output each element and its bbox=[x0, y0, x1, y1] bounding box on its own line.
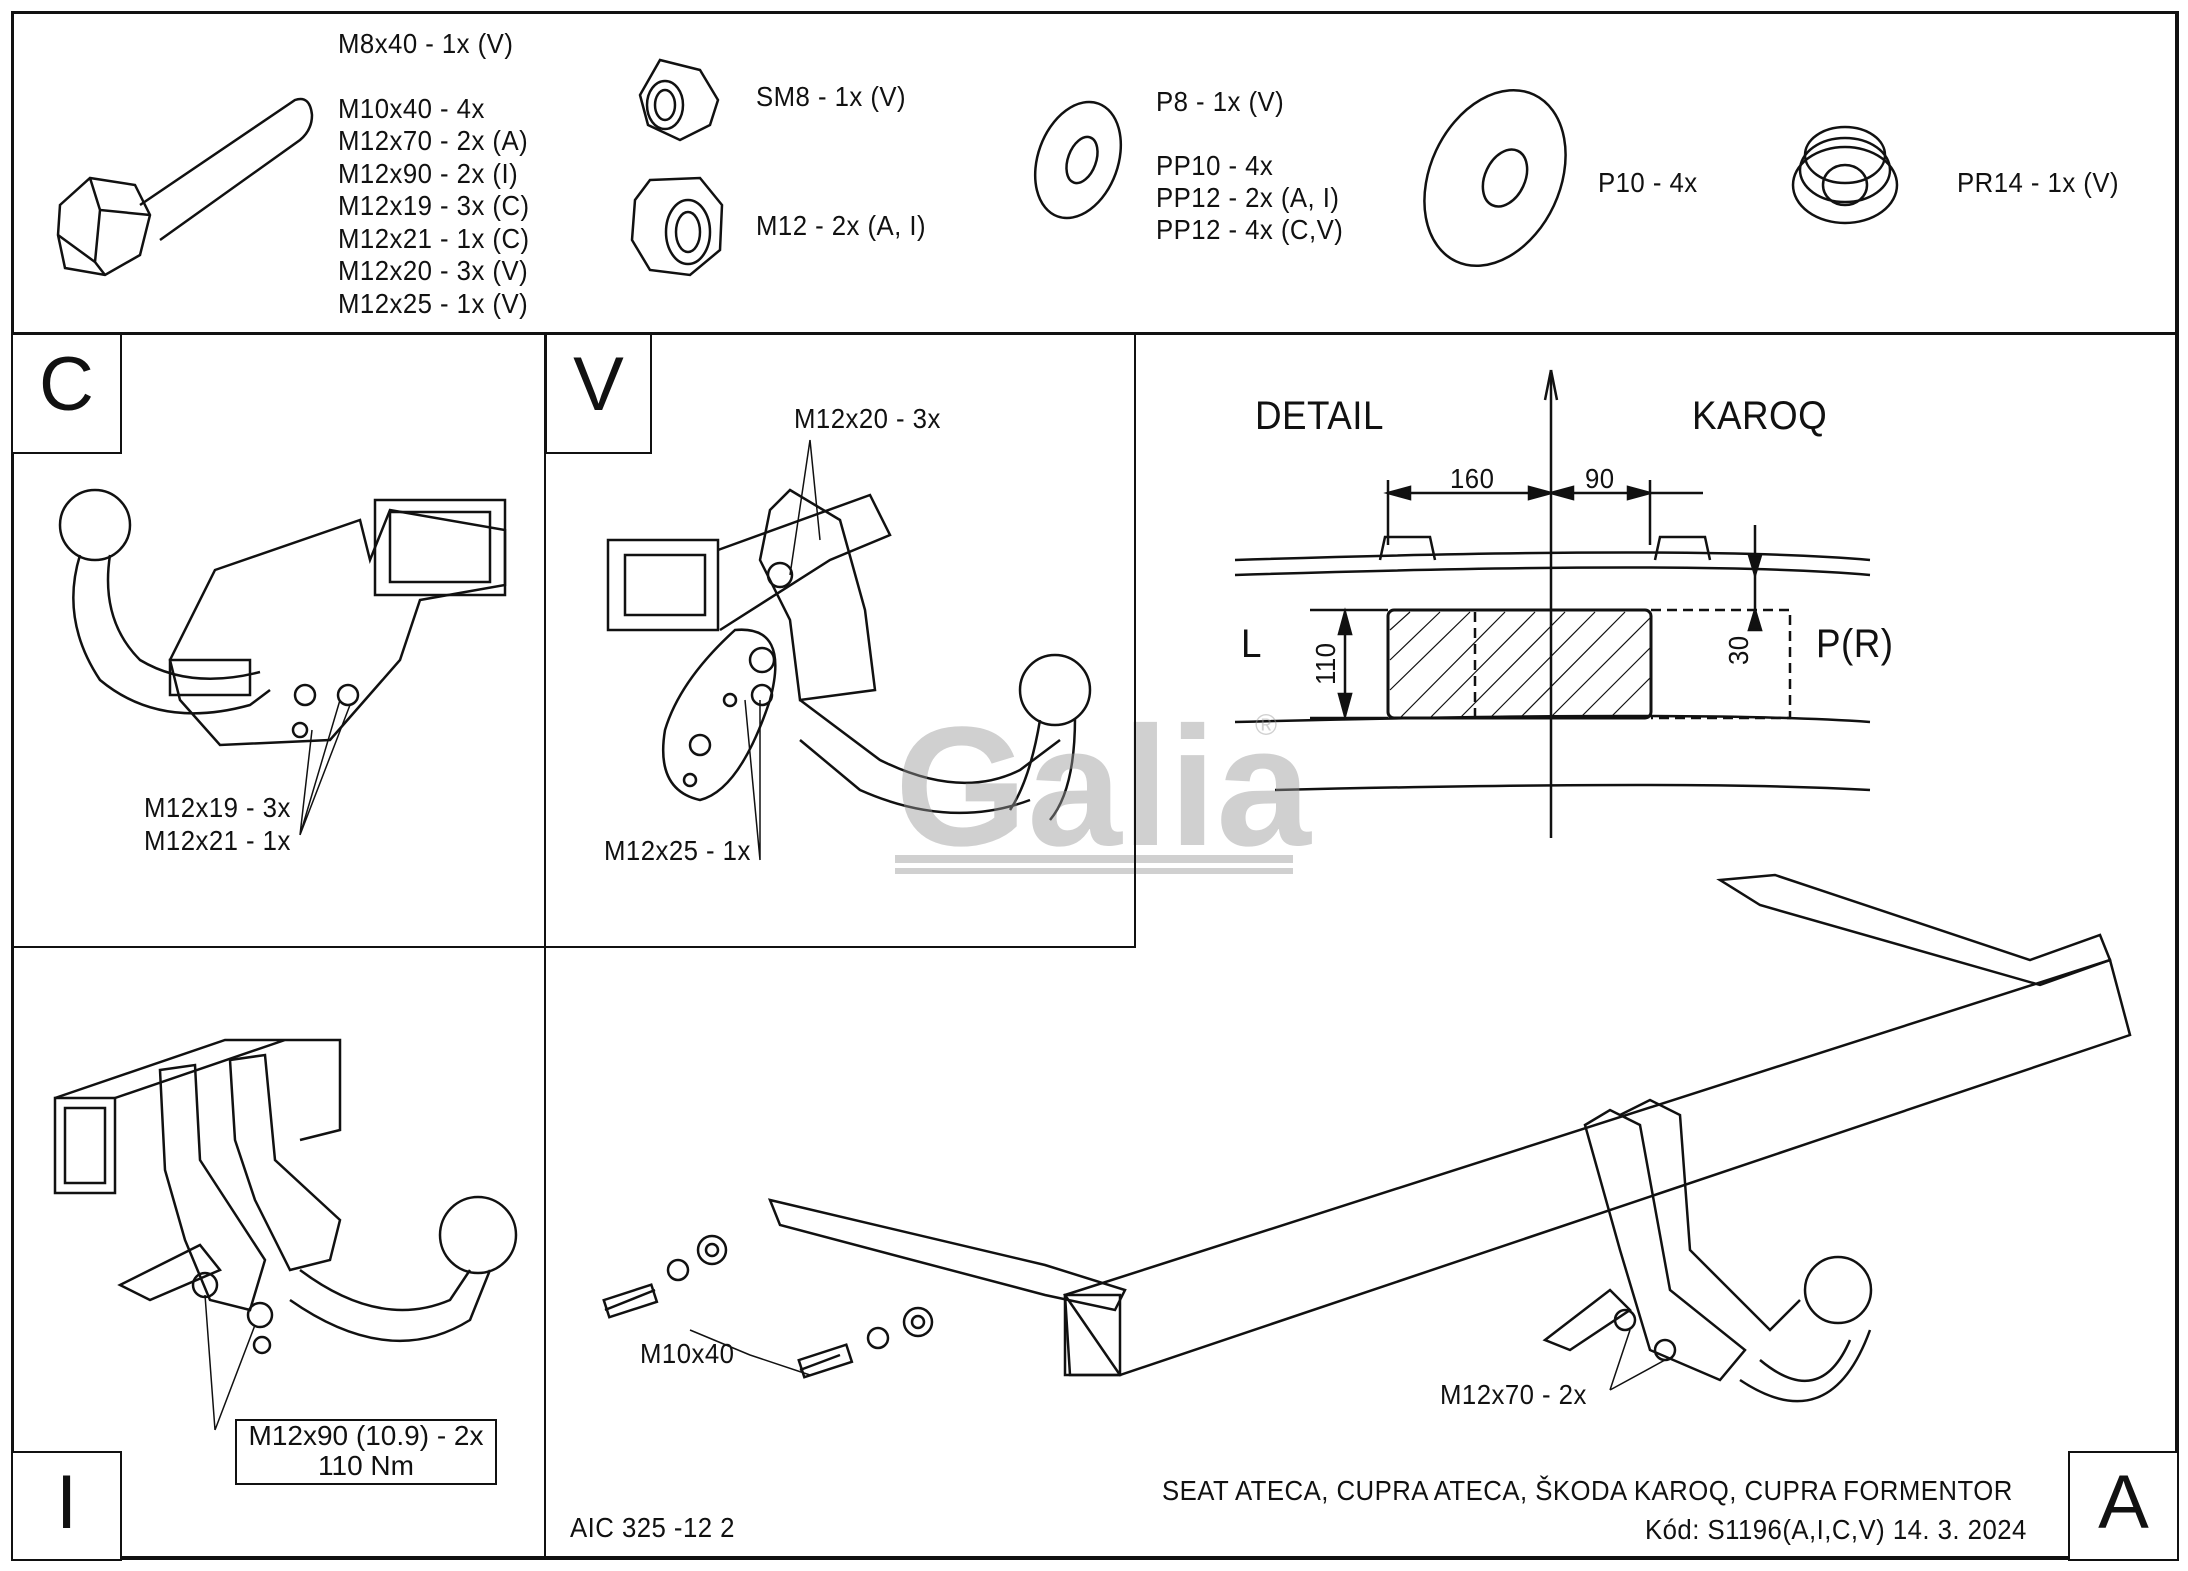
part-bolt-m12x19: M12x19 - 3x (C) bbox=[338, 190, 530, 221]
drawing-number: AIC 325 -12 2 bbox=[570, 1512, 735, 1543]
panel-label-i: I bbox=[11, 1451, 122, 1561]
divider-v-panel bbox=[1134, 333, 1136, 947]
callout-m12x21: M12x21 - 1x bbox=[144, 825, 291, 856]
part-bolt-m8x40: M8x40 - 1x (V) bbox=[338, 28, 514, 59]
divider-horizontal bbox=[11, 946, 1136, 948]
part-bolt-m12x25: M12x25 - 1x (V) bbox=[338, 288, 529, 319]
callout-m10x40: M10x40 bbox=[640, 1338, 735, 1369]
panel-i-towball-drawing bbox=[53, 1038, 518, 1431]
callout-m12x90: M12x90 (10.9) - 2x bbox=[248, 1420, 484, 1451]
frame-left bbox=[11, 11, 14, 1560]
parts-divider bbox=[11, 332, 2178, 335]
label-l: L bbox=[1241, 622, 1262, 666]
frame-top bbox=[11, 11, 2178, 14]
washer-large-icon bbox=[1423, 88, 1567, 268]
part-washer-p8: P8 - 1x (V) bbox=[1156, 86, 1285, 117]
panel-v-towball-drawing bbox=[606, 439, 1092, 861]
bolt-icon bbox=[56, 97, 314, 277]
dimension-160: 160 bbox=[1450, 463, 1495, 494]
spring-washer-icon bbox=[1791, 125, 1899, 225]
panel-label-v: V bbox=[545, 333, 652, 454]
frame-bottom bbox=[11, 1556, 2178, 1560]
galia-logo: Galia ® bbox=[895, 692, 1312, 882]
callout-m12x20: M12x20 - 3x bbox=[794, 403, 941, 434]
label-pr: P(R) bbox=[1816, 622, 1894, 666]
part-locknut: SM8 - 1x (V) bbox=[756, 81, 907, 112]
dimension-90: 90 bbox=[1585, 463, 1615, 494]
detail-vehicle: KAROQ bbox=[1692, 394, 1828, 438]
part-nut: M12 - 2x (A, I) bbox=[756, 210, 927, 241]
dimension-30: 30 bbox=[1723, 635, 1754, 665]
part-bolt-m12x90: M12x90 - 2x (I) bbox=[338, 158, 519, 189]
panel-label-c: C bbox=[11, 333, 122, 454]
callout-m12x25: M12x25 - 1x bbox=[604, 835, 751, 866]
panel-c-towball-drawing bbox=[58, 488, 507, 836]
part-spring-washer: PR14 - 1x (V) bbox=[1957, 167, 2120, 198]
washer-small-icon bbox=[1033, 100, 1123, 220]
logo-registered-mark: ® bbox=[1255, 709, 1277, 742]
panel-a-towbar-drawing bbox=[602, 873, 2132, 1403]
product-code-date: Kód: S1196(A,I,C,V) 14. 3. 2024 bbox=[1645, 1514, 2027, 1545]
part-bolt-m12x20: M12x20 - 3x (V) bbox=[338, 255, 529, 286]
detail-karoq-drawing bbox=[1234, 369, 1871, 838]
callout-m12x19: M12x19 - 3x bbox=[144, 792, 291, 823]
torque-value: 110 Nm bbox=[318, 1450, 414, 1481]
vehicle-list: SEAT ATECA, CUPRA ATECA, ŠKODA KAROQ, CU… bbox=[1162, 1475, 2013, 1506]
dimension-110: 110 bbox=[1310, 642, 1341, 685]
part-bolt-m12x70: M12x70 - 2x (A) bbox=[338, 125, 529, 156]
torque-callout-box: M12x90 (10.9) - 2x 110 Nm bbox=[235, 1419, 497, 1485]
logo-text: Galia bbox=[895, 692, 1312, 882]
panel-label-a: A bbox=[2068, 1451, 2179, 1561]
part-washer-pp10: PP10 - 4x bbox=[1156, 150, 1274, 181]
locknut-icon bbox=[638, 58, 720, 142]
part-washer-p10: P10 - 4x bbox=[1598, 167, 1698, 198]
nut-icon bbox=[630, 176, 724, 277]
part-bolt-m12x21: M12x21 - 1x (C) bbox=[338, 223, 530, 254]
part-washer-pp12-cv: PP12 - 4x (C,V) bbox=[1156, 214, 1344, 245]
detail-title: DETAIL bbox=[1255, 394, 1384, 438]
part-bolt-m10x40: M10x40 - 4x bbox=[338, 93, 485, 124]
frame-right bbox=[2175, 11, 2179, 1560]
part-washer-pp12-ai: PP12 - 2x (A, I) bbox=[1156, 182, 1340, 213]
callout-m12x70: M12x70 - 2x bbox=[1440, 1379, 1587, 1410]
